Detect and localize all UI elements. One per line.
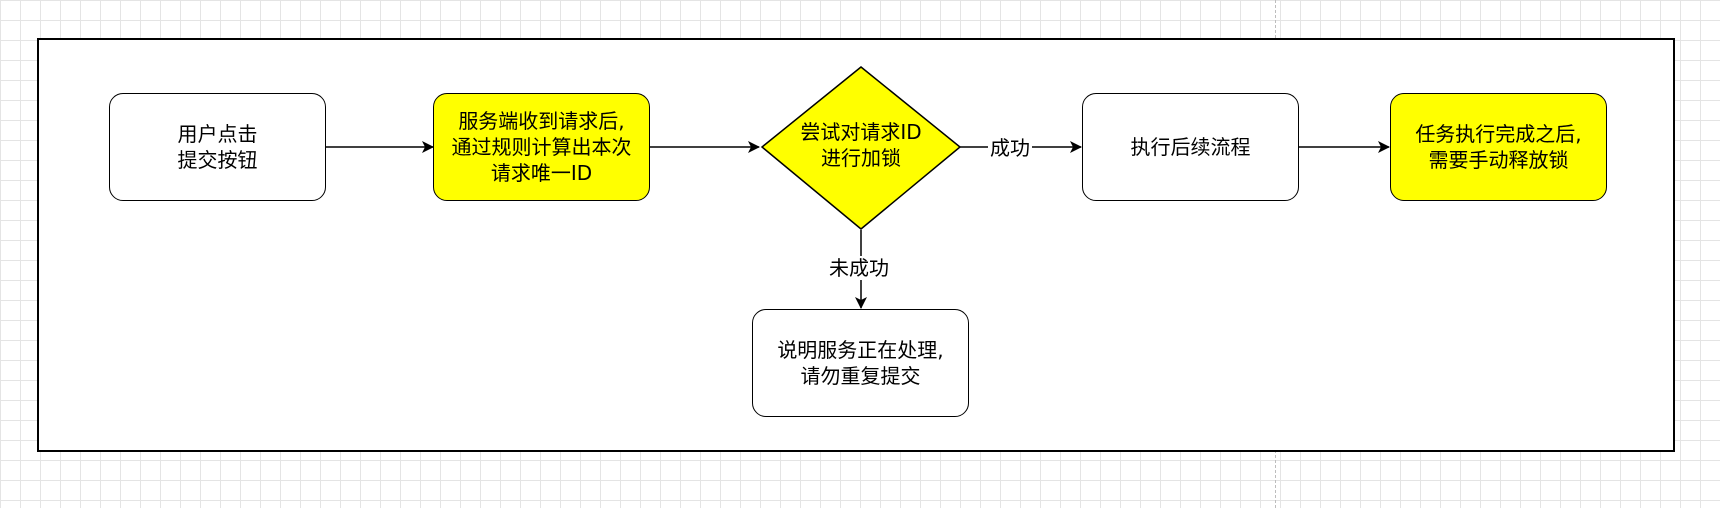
node-in-progress: 说明服务正在处理, 请勿重复提交 [752, 309, 969, 417]
node-submit: 用户点击 提交按钮 [109, 93, 326, 201]
edge-label-failure: 未成功 [827, 256, 891, 280]
node-continue: 执行后续流程 [1082, 93, 1299, 201]
node-release: 任务执行完成之后, 需要手动释放锁 [1390, 93, 1607, 201]
node-lock: 尝试对请求ID 进行加锁 [800, 120, 922, 170]
decision-diamond [760, 66, 962, 230]
edge-label-success: 成功 [988, 136, 1032, 160]
node-request-id: 服务端收到请求后, 通过规则计算出本次 请求唯一ID [433, 93, 650, 201]
